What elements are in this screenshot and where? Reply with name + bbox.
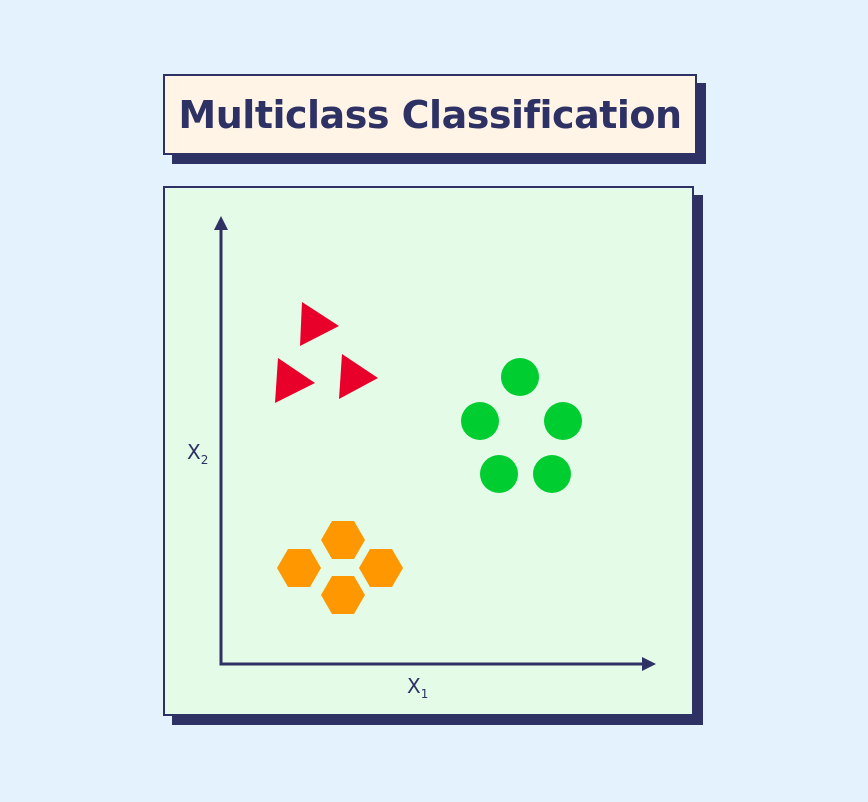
plot-panel — [163, 186, 694, 716]
class-hexagons — [277, 521, 403, 614]
class-circles — [461, 358, 582, 493]
x-axis-arrow-icon — [642, 657, 656, 671]
y-axis-label-subscript: 2 — [200, 453, 209, 467]
circle-point — [480, 455, 518, 493]
hexagon-point — [277, 549, 321, 587]
triangle-point — [275, 358, 315, 403]
hexagon-point — [359, 549, 403, 587]
axes — [214, 216, 656, 671]
x-axis-label-text: X — [407, 674, 421, 698]
y-axis-arrow-icon — [214, 216, 228, 230]
triangle-point — [300, 302, 339, 346]
circle-point — [461, 402, 499, 440]
x-axis-label: X1 — [407, 674, 428, 701]
x-axis-label-subscript: 1 — [420, 687, 429, 701]
title-box: Multiclass Classification — [163, 74, 697, 155]
hexagon-point — [321, 576, 365, 614]
circle-point — [544, 402, 582, 440]
triangle-point — [339, 354, 378, 399]
hexagon-point — [321, 521, 365, 559]
y-axis-label: X2 — [187, 440, 208, 467]
class-triangles — [275, 302, 378, 403]
circle-point — [501, 358, 539, 396]
diagram-title: Multiclass Classification — [178, 92, 682, 137]
y-axis-label-text: X — [187, 440, 201, 464]
circle-point — [533, 455, 571, 493]
